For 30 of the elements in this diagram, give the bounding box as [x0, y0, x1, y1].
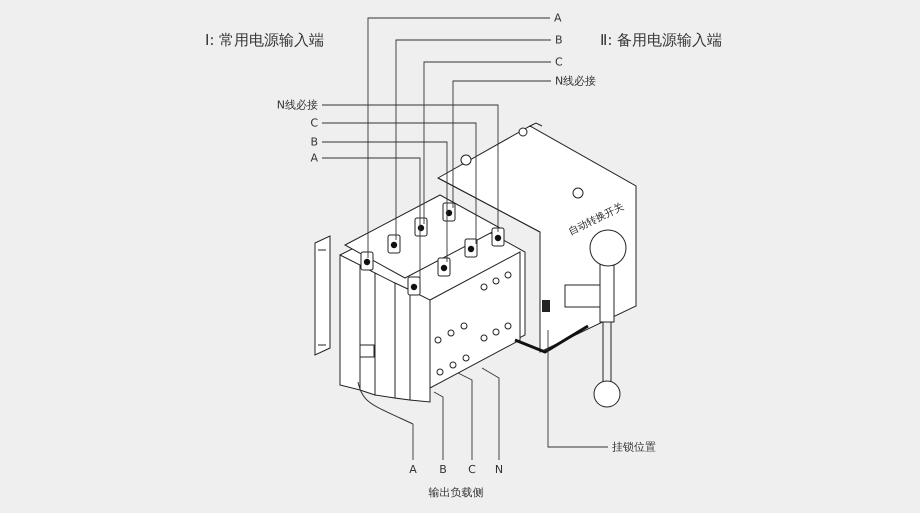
section-heading: Ⅰ: 常用电源输入端: [205, 31, 324, 50]
leader-line: [548, 330, 608, 448]
caption: 输出负载侧: [428, 485, 484, 500]
callout-label: C: [551, 56, 567, 68]
callout-label: A: [306, 152, 322, 164]
section-heading: Ⅱ: 备用电源输入端: [600, 31, 722, 50]
callout-label: N线必接: [551, 74, 600, 88]
leader-line: [452, 80, 552, 208]
leader-line: [322, 142, 448, 262]
leader-line: [322, 158, 420, 282]
leader-line: [424, 62, 552, 224]
callout-label: B: [439, 460, 447, 476]
leader-line: [396, 40, 552, 240]
callout-label: B: [306, 136, 322, 148]
callout-label: C: [306, 116, 322, 130]
callout-label: A: [409, 460, 417, 476]
callout-label: B: [551, 34, 567, 46]
callout-label: N线必接: [272, 98, 322, 112]
leader-line: [412, 424, 414, 460]
leader-line: [458, 372, 472, 460]
nameplate-text: 自动转换开关: [566, 200, 626, 238]
leader-line: [482, 368, 500, 460]
leader-line: [322, 122, 476, 244]
leader-line: [434, 392, 444, 460]
callout-label: 挂锁位置: [608, 440, 660, 454]
callout-label: C: [468, 460, 476, 476]
leader-line: [322, 104, 498, 232]
callout-label: A: [550, 12, 566, 24]
callout-label: N: [494, 460, 504, 476]
leader-line: [368, 18, 550, 258]
